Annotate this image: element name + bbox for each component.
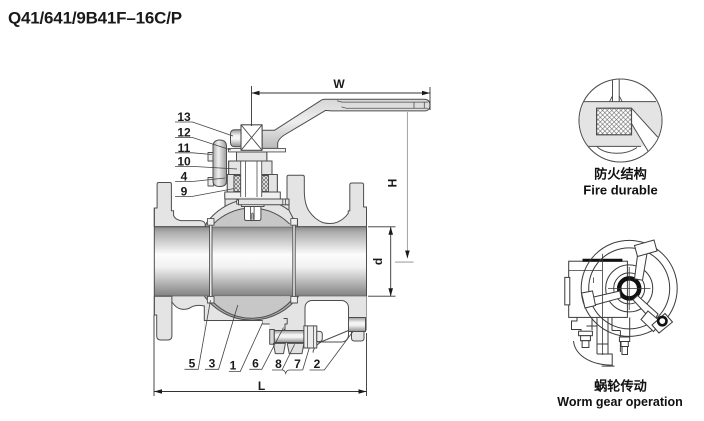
svg-text:防火结构: 防火结构 [594, 166, 647, 182]
svg-text:蜗轮传动: 蜗轮传动 [594, 378, 647, 394]
svg-text:7: 7 [294, 357, 301, 371]
svg-text:1: 1 [230, 359, 237, 373]
svg-text:10: 10 [177, 154, 191, 168]
svg-text:8: 8 [275, 357, 282, 371]
svg-text:4: 4 [181, 170, 188, 184]
svg-text:6: 6 [252, 357, 259, 371]
svg-text:Fire durable: Fire durable [583, 183, 657, 198]
svg-text:L: L [258, 379, 265, 393]
svg-text:12: 12 [177, 126, 191, 140]
svg-text:9: 9 [181, 184, 188, 198]
svg-text:3: 3 [209, 357, 216, 371]
svg-text:H: H [386, 179, 400, 188]
svg-text:11: 11 [178, 141, 191, 155]
svg-text:d: d [371, 258, 385, 265]
svg-text:Worm gear operation: Worm gear operation [557, 395, 682, 409]
svg-text:13: 13 [177, 110, 191, 124]
svg-text:5: 5 [189, 357, 196, 371]
svg-text:2: 2 [314, 357, 321, 371]
svg-text:Q41/641/9B41F–16C/P: Q41/641/9B41F–16C/P [8, 9, 182, 28]
svg-text:W: W [333, 77, 345, 91]
